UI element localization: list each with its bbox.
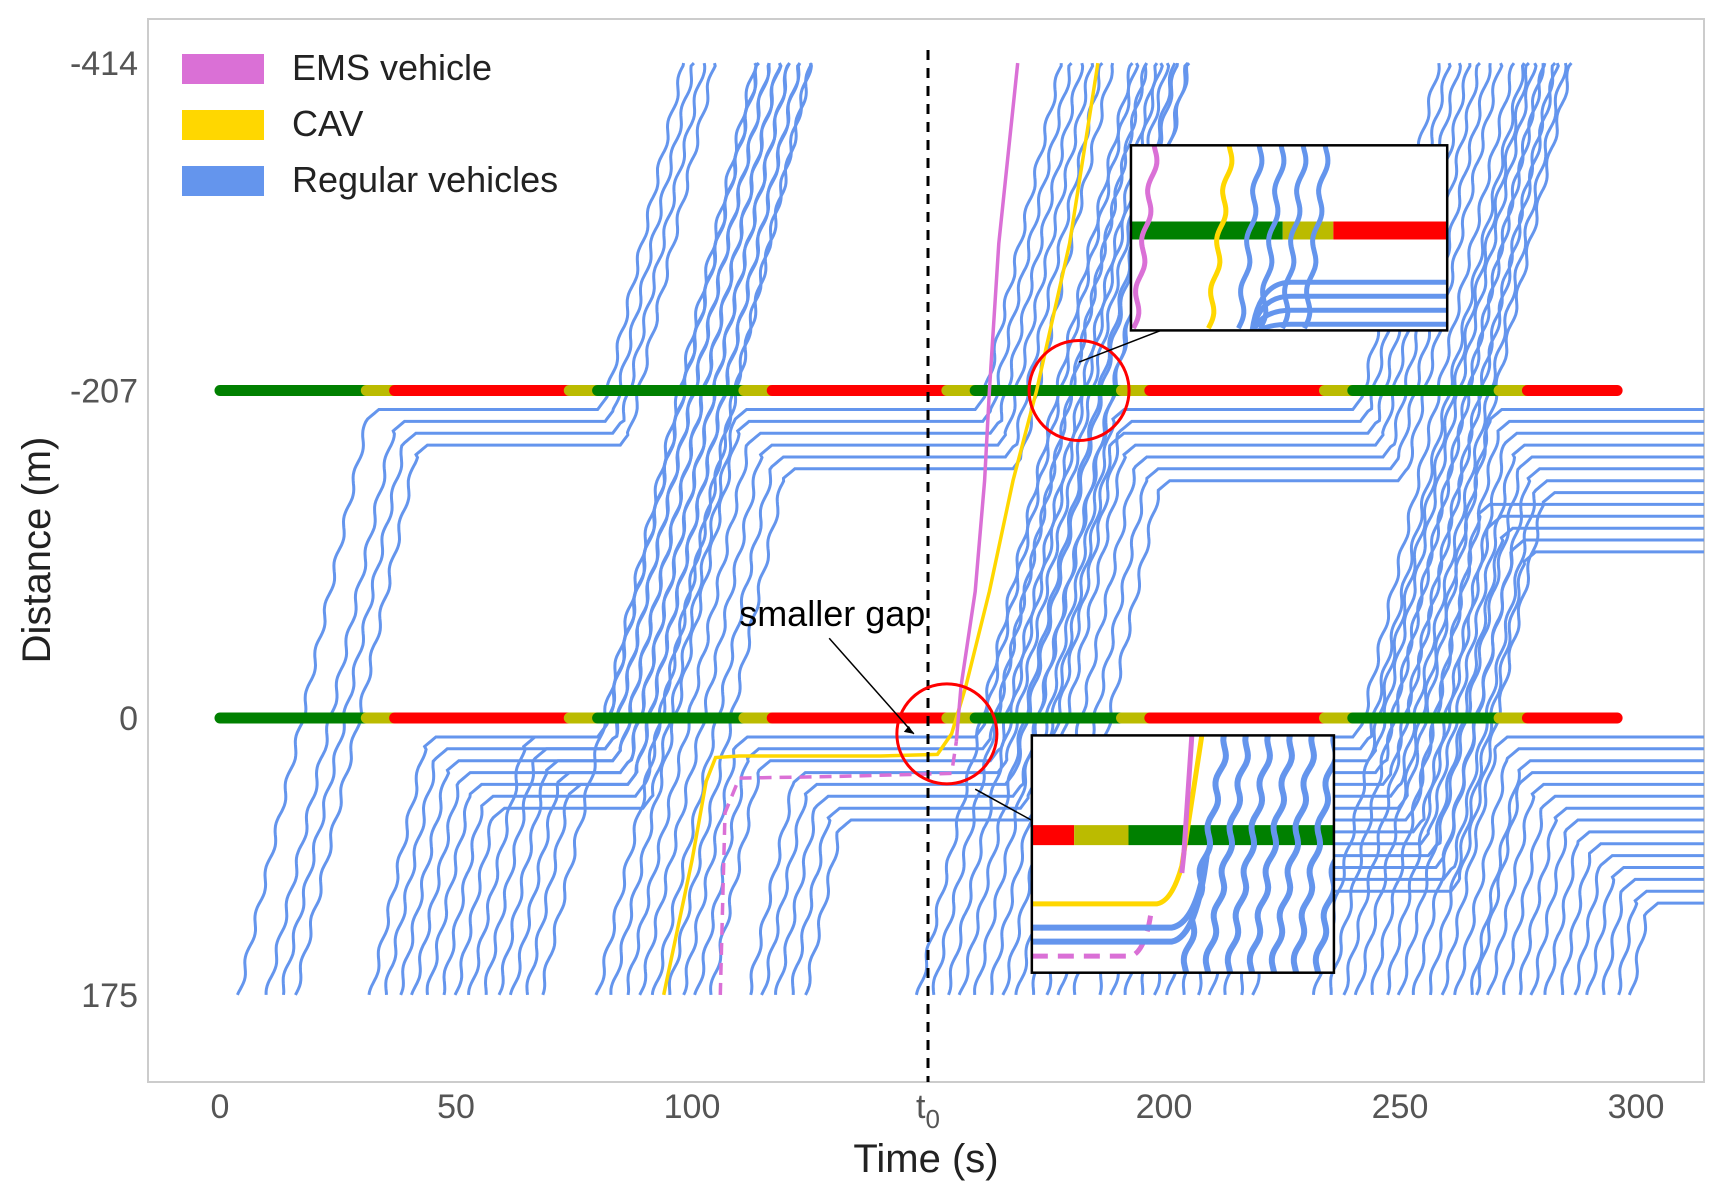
inset-cav-trajectory [1206,145,1235,330]
regular-vehicle-trajectory [483,63,771,995]
regular-vehicle-trajectory [1440,735,1704,996]
regular-vehicle-trajectory [1486,782,1704,996]
regular-vehicle-trajectory [1329,63,1545,995]
regular-vehicle-trajectory [626,62,1085,996]
regular-vehicle-trajectory [1411,538,1704,995]
inset-queued-trajectory [1255,321,1448,331]
regular-vehicle-trajectory [1573,854,1704,996]
inset-regular-trajectory [1246,735,1295,973]
regular-vehicle-trajectory [638,62,1095,996]
x-tick-label: 200 [1136,1088,1193,1126]
regular-vehicle-trajectory [667,62,1115,995]
regular-vehicle-trajectory [1560,842,1704,995]
inset-queued-trajectory [1251,307,1448,331]
x-tick-label: t0 [916,1088,940,1134]
regular-vehicle-trajectory [508,62,791,996]
inset-regular-trajectory [1202,735,1251,973]
legend-swatch [182,110,264,140]
regular-vehicle-trajectory [541,62,758,996]
inset-content [1130,145,1448,331]
regular-vehicle-trajectory [497,62,783,996]
inset-ems-trajectory [1131,145,1160,330]
inset-queued-trajectory [1031,853,1210,945]
y-tick-label: -414 [70,45,138,83]
inset-content [1031,735,1334,973]
inset-regular-trajectory [1268,735,1317,973]
regular-vehicle-trajectory [1453,747,1704,996]
inset-pointer [974,788,1033,822]
regular-vehicle-trajectory [914,62,1134,996]
highlight-circle [895,682,999,786]
regular-vehicle-trajectory [1543,830,1704,995]
legend-label: Regular vehicles [292,159,558,200]
regular-vehicle-trajectory [1386,514,1704,996]
legend-swatch [182,54,264,84]
regular-vehicle-trajectory [294,62,717,996]
x-tick-label: 0 [211,1088,230,1126]
regular-vehicle-trajectory [1251,491,1704,996]
regular-vehicle-trajectory [525,62,802,996]
highlight-circle [1027,339,1131,443]
regular-vehicle-trajectory [1239,479,1704,996]
regular-vehicle-trajectory [749,62,1171,996]
legend-swatch [182,166,264,196]
regular-vehicle-trajectory [1502,794,1704,996]
inset-regular-trajectory [1180,735,1229,973]
ems-trajectory-dashed [718,741,959,995]
regular-vehicle-trajectory [1353,62,1573,996]
x-tick-label: 100 [664,1088,721,1126]
x-tick-label: 300 [1608,1088,1665,1126]
regular-vehicle-trajectory [1518,806,1704,996]
regular-vehicle-trajectory [682,62,1140,996]
x-tick-label: 50 [437,1088,475,1126]
y-tick-label: 0 [119,700,138,738]
inset-frame [1030,734,1336,974]
annotation-smaller-gap: smaller gap [739,593,925,634]
inset-pointer [1078,329,1162,363]
inset-regular-trajectory [1236,145,1265,330]
regular-vehicle-trajectory [1429,550,1704,996]
regular-vehicle-trajectory [453,63,1063,996]
regular-vehicle-trajectory [609,62,1073,995]
regular-vehicle-trajectory [281,62,707,996]
regular-vehicle-trajectory [693,62,1148,996]
x-axis-label: Time (s) [853,1137,998,1181]
regular-vehicle-trajectory [467,62,760,995]
inset-ems-trajectory [1179,735,1195,874]
regular-vehicle-trajectory [1370,502,1704,996]
inset-queued-trajectory [1250,293,1448,331]
regular-vehicle-trajectory [947,62,1164,996]
legend-label: CAV [292,103,363,144]
y-tick-label: -207 [70,373,138,411]
regular-vehicle-trajectory [1396,526,1704,996]
regular-vehicle-trajectory [650,62,1104,996]
regular-vehicle-trajectory [236,62,686,996]
regular-vehicle-trajectory [1529,818,1704,996]
annotation-arrowhead [903,725,914,734]
regular-vehicle-trajectory [931,62,1148,996]
inset-regular-trajectory [1312,856,1334,973]
annotation-arrow [828,637,915,735]
regular-vehicle-trajectory [1342,62,1560,996]
y-tick-label: 175 [81,977,138,1015]
inset-regular-trajectory [1290,735,1334,973]
y-axis-label: Distance (m) [15,437,59,664]
regular-vehicle-trajectory [594,62,813,996]
regular-vehicle-trajectory [264,62,695,995]
regular-vehicle-trajectory [1475,771,1704,996]
regular-vehicle-trajectory [1470,759,1704,995]
inset-frame [1129,144,1449,332]
legend-label: EMS vehicle [292,47,492,88]
x-tick-label: 250 [1372,1088,1429,1126]
inset-regular-trajectory [1224,735,1273,973]
regular-vehicle-trajectory [1312,62,1530,995]
